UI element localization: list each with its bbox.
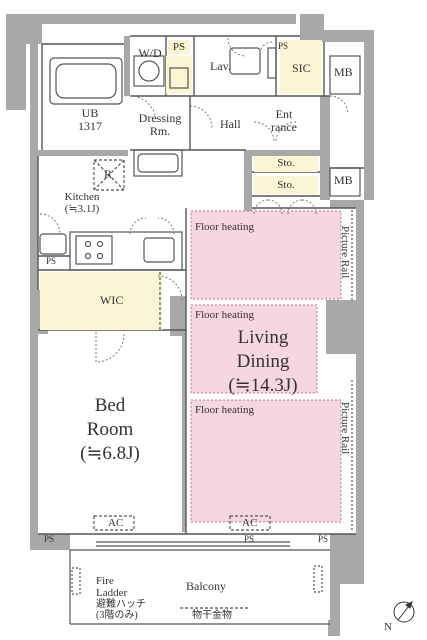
ps-bottom-right-label: PS	[318, 534, 329, 544]
ps-top-label: PS	[172, 41, 186, 53]
floor-heating-label-1: Floor heating	[195, 221, 254, 233]
floor-heating-label-3: Floor heating	[195, 404, 254, 416]
ps-small-label: PS	[278, 41, 289, 51]
storage-1-label: Sto.	[277, 157, 295, 169]
picture-rail-label-2: Picture Rail	[339, 402, 352, 455]
balcony-structure	[69, 210, 353, 625]
room-fills	[40, 40, 322, 330]
lav-label: Lav.	[210, 59, 231, 73]
hall-label: Hall	[220, 117, 241, 131]
mb-top-label: MB	[334, 65, 353, 79]
hanger-label: 物干金物	[192, 610, 232, 621]
storage-2-label: Sto.	[277, 179, 295, 191]
door-swings	[39, 37, 349, 363]
floor-heating-label-2: Floor heating	[195, 309, 254, 321]
wic-label: WIC	[100, 293, 124, 307]
ac-bedroom-label: AC	[108, 517, 124, 529]
floor-heating-zones	[190, 210, 342, 523]
balcony-label: Balcony	[186, 579, 226, 593]
picture-rail-label-1: Picture Rail	[339, 226, 352, 279]
kitchen-label: Kitchen(≒3.1J)	[64, 191, 100, 216]
fixtures	[39, 47, 361, 531]
sic-label: SIC	[292, 61, 311, 75]
ac-living-label: AC	[242, 517, 258, 529]
north-arrow-icon	[393, 601, 415, 623]
wd-label: W/D	[138, 46, 162, 60]
walls	[6, 14, 374, 636]
interior-lines	[37, 35, 364, 535]
ps-kitchen-label: PS	[46, 256, 57, 266]
refrigerator-label: R	[104, 167, 113, 181]
ps-bottom-left-label: PS	[44, 534, 55, 544]
north-label: N	[384, 621, 392, 633]
ps-bottom-mid-label: PS	[244, 534, 255, 544]
mb-mid-label: MB	[334, 173, 353, 187]
